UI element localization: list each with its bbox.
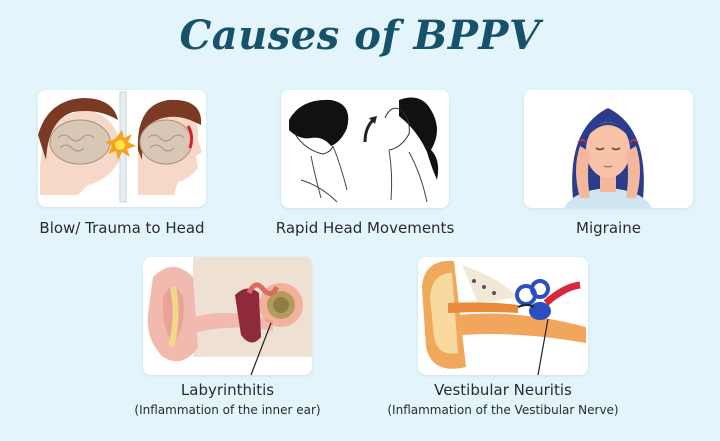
head-trauma-illustration	[38, 91, 202, 203]
cause-label-labyrinthitis: Labyrinthitis	[180, 381, 275, 399]
cause-label-rapid-head-movements: Rapid Head Movements	[275, 219, 455, 237]
cause-card-migraine	[524, 90, 693, 208]
cause-sublabel-labyrinthitis: (Inflammation of the inner ear)	[134, 403, 321, 417]
cause-card-labyrinthitis	[143, 257, 312, 375]
cause-card-rapid-head-movements	[281, 90, 449, 208]
cause-card-vestibular-neuritis	[418, 257, 588, 375]
vestibular-nerve-illustration	[422, 260, 586, 375]
head-movement-illustration	[289, 97, 439, 203]
inner-ear-illustration	[147, 257, 312, 375]
cause-label-migraine: Migraine	[576, 219, 641, 237]
cause-label-vestibular-neuritis: Vestibular Neuritis	[434, 381, 572, 399]
cause-sublabel-vestibular-neuritis: (Inflammation of the Vestibular Nerve)	[387, 403, 619, 417]
cause-card-head-trauma	[38, 90, 206, 207]
migraine-illustration	[564, 108, 652, 208]
page-title: Causes of BPPV	[179, 12, 541, 59]
cause-label-head-trauma: Blow/ Trauma to Head	[39, 219, 205, 237]
